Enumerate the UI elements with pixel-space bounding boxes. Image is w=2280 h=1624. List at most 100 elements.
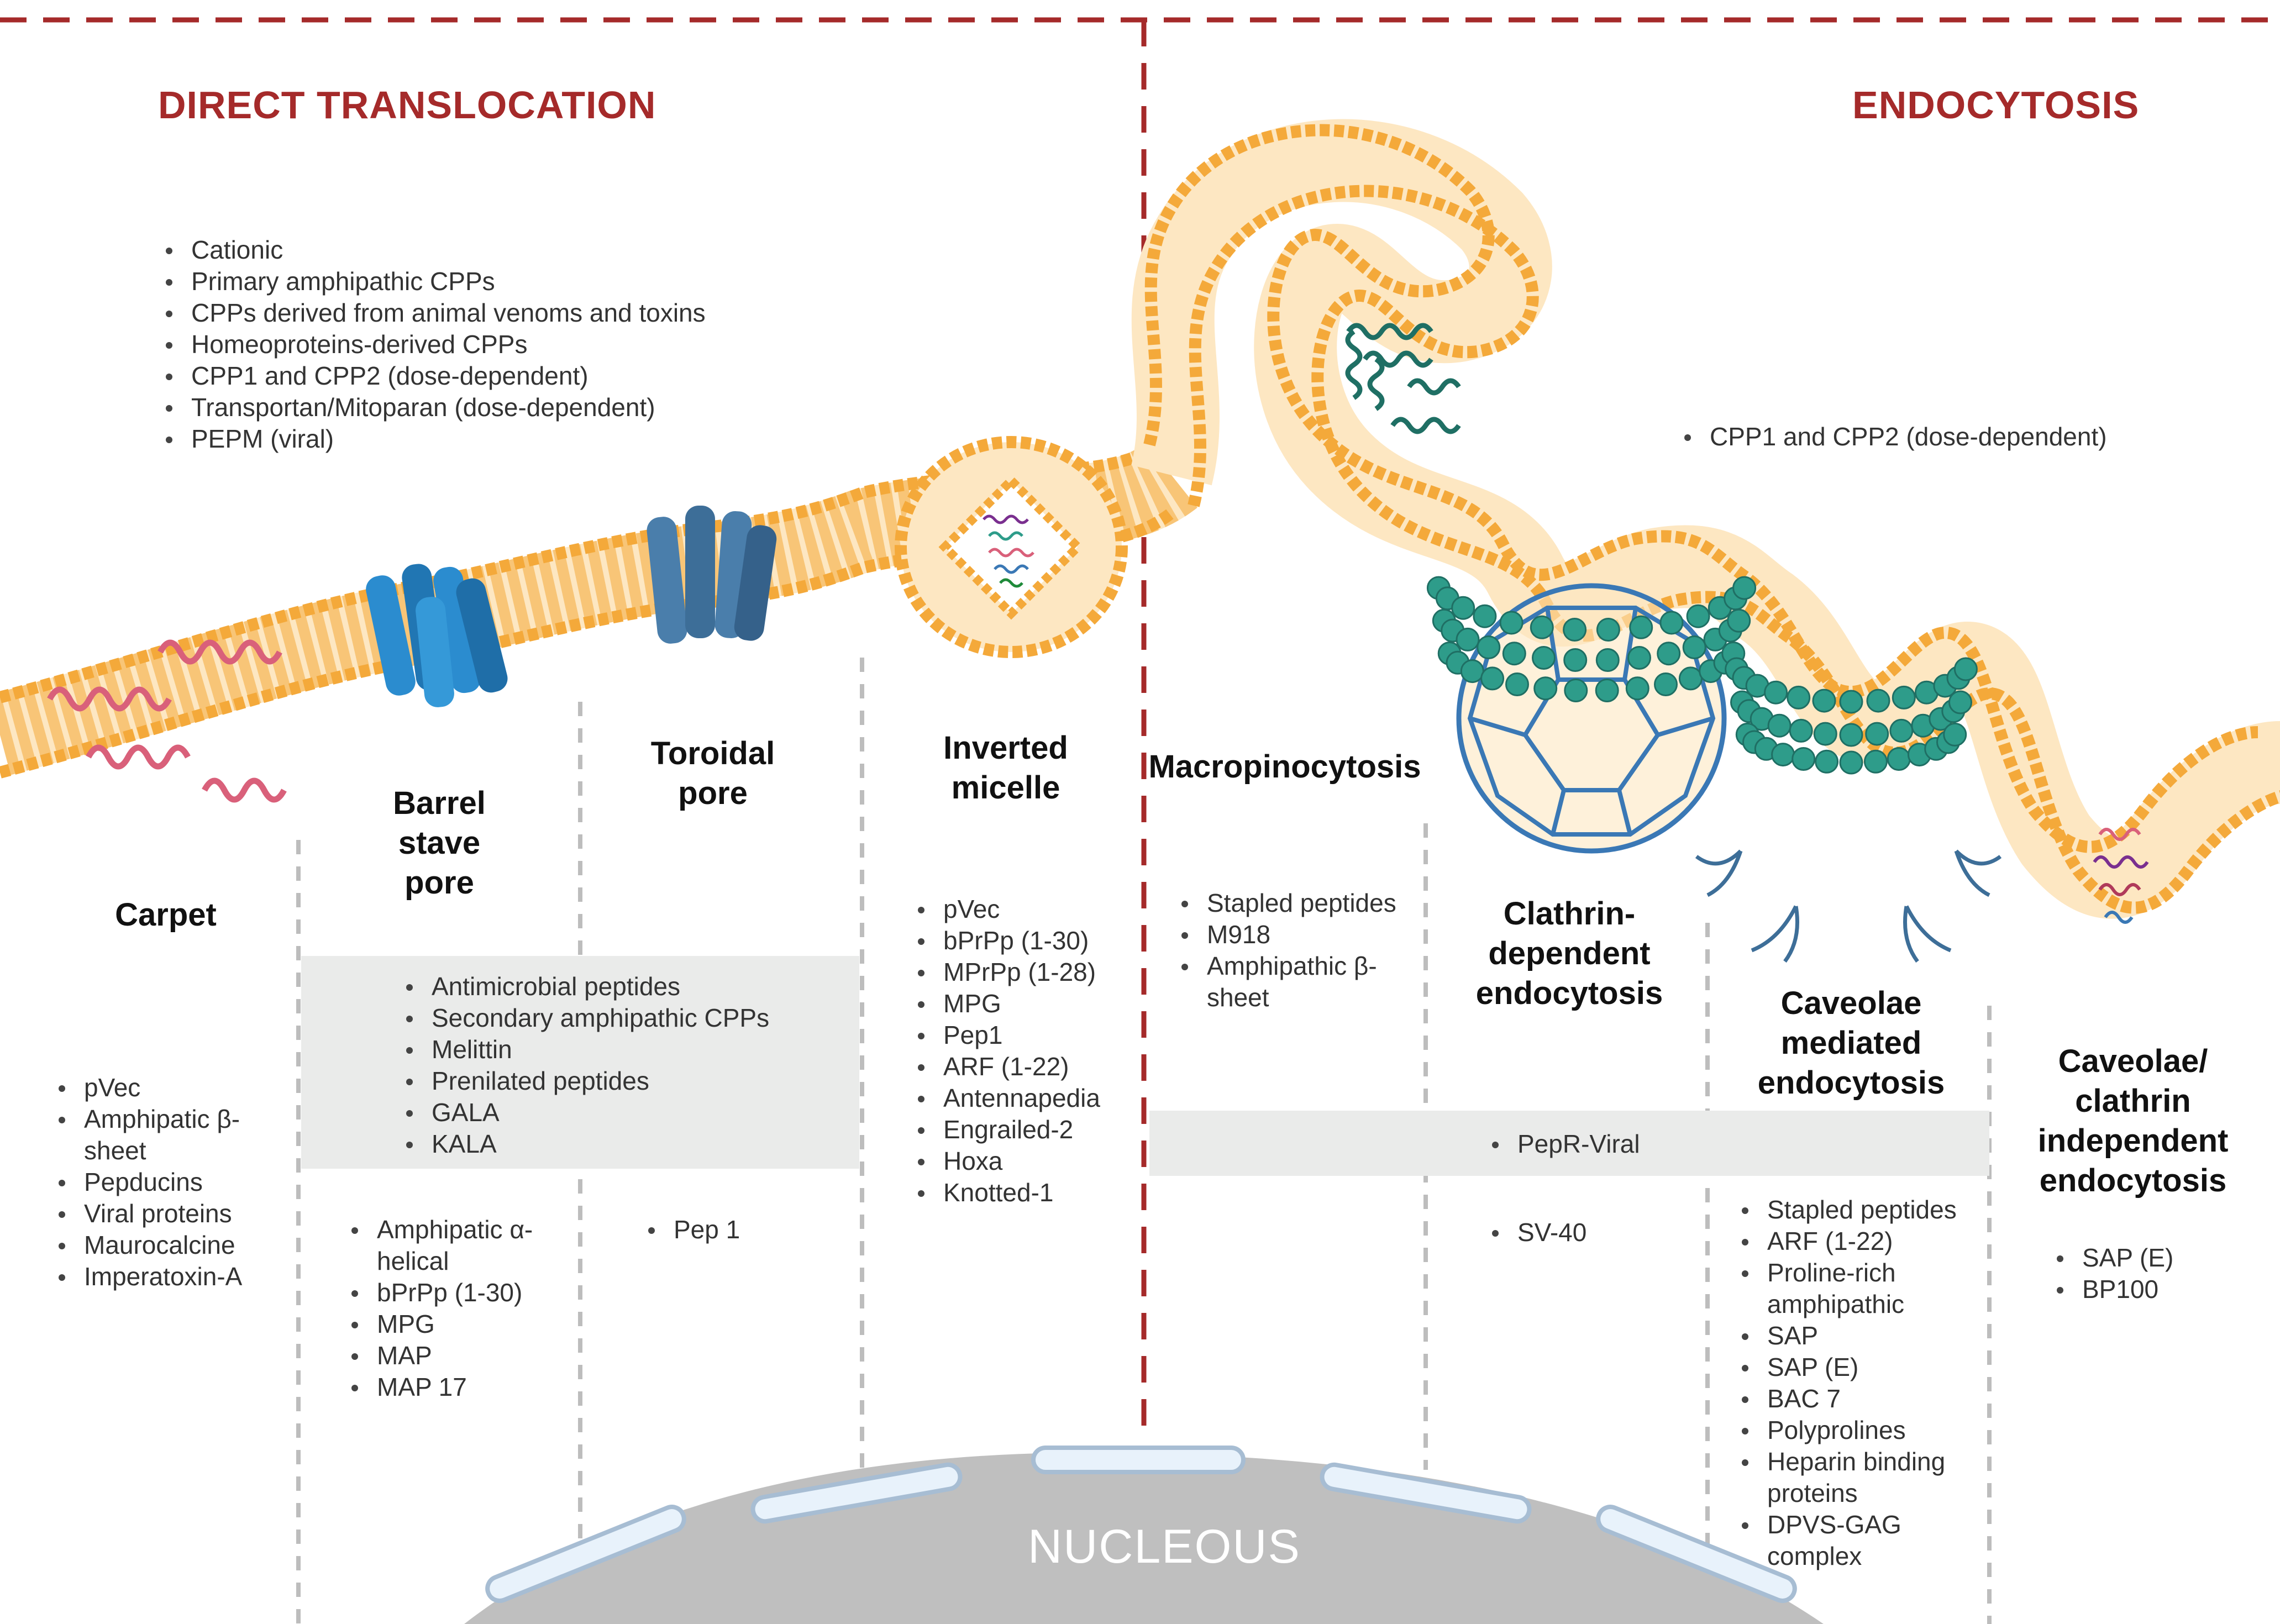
protein-bead	[1866, 689, 1890, 713]
list-item: bPrPp (1-30)	[912, 925, 1100, 956]
title-line: pore	[678, 775, 748, 811]
inverted-micelle-list: pVec bPrPp (1-30) MPrPp (1-28) MPG Pep1 …	[912, 894, 1100, 1208]
list-item: Hoxa	[912, 1145, 1100, 1177]
list-item: Knotted-1	[912, 1177, 1100, 1208]
list-item: SAP	[1736, 1320, 1957, 1352]
list-item: Prenilated peptides	[401, 1065, 769, 1097]
protein-bead	[1456, 627, 1480, 651]
list-item: SAP (E)	[2051, 1242, 2173, 1274]
caveolae-list: Stapled peptides ARF (1-22) Proline-rich…	[1736, 1194, 1957, 1572]
title-line: independent	[2037, 1123, 2229, 1159]
list-item: proteins	[1767, 1479, 1858, 1507]
title-line: Carpet	[115, 897, 217, 933]
list-item: Amphipatic β-	[53, 1103, 242, 1135]
macropinocytosis-title: Macropinocytosis	[1138, 747, 1431, 787]
list-item: Polyprolines	[1736, 1415, 1957, 1446]
protein-bead	[1596, 618, 1620, 642]
list-item: SV-40	[1486, 1217, 1586, 1248]
list-item: Secondary amphipathic CPPs	[401, 1002, 769, 1034]
clathrin-cage	[1456, 583, 1727, 854]
shared-pore-list: Antimicrobial peptides Secondary amphipa…	[401, 971, 769, 1160]
barrel-stave-list: Amphipatic α- helical bPrPp (1-30) MPG M…	[346, 1214, 533, 1403]
endocytic-membrane	[1131, 119, 2280, 919]
list-item: Amphipatic α-	[346, 1214, 533, 1245]
list-item: Pepducins	[53, 1166, 242, 1198]
list-item: amphipathic	[1767, 1290, 1905, 1318]
list-item: Imperatoxin-A	[53, 1261, 242, 1292]
carpet-list: pVec Amphipatic β- sheet Pepducins Viral…	[53, 1072, 242, 1292]
barrel-stave-pore-title: Barrel stave pore	[356, 784, 522, 903]
list-item: KALA	[401, 1128, 769, 1160]
protein-bead	[1839, 690, 1863, 714]
protein-bead	[1771, 743, 1795, 767]
protein-bead	[1480, 666, 1505, 691]
list-item: SAP (E)	[1736, 1352, 1957, 1383]
protein-bead	[1595, 679, 1619, 702]
protein-bead	[1787, 685, 1811, 709]
protein-bead	[1451, 596, 1475, 620]
caveolae-anchors	[1695, 849, 2002, 963]
title-line: Barrel	[393, 785, 486, 821]
protein-bead	[1682, 635, 1706, 659]
protein-bead	[1625, 676, 1649, 701]
micelle-peptides	[983, 514, 1034, 588]
protein-bead	[1892, 685, 1916, 709]
list-item: PepR-Viral	[1486, 1128, 1640, 1160]
protein-bead	[1563, 618, 1587, 642]
title-line: Inverted	[943, 730, 1068, 766]
title-line: dependent	[1488, 935, 1651, 971]
clathrin-dependent-title: Clathrin- dependent endocytosis	[1453, 894, 1685, 1013]
clathrin-list: SV-40	[1486, 1217, 1586, 1248]
list-item: Antimicrobial peptides	[401, 971, 769, 1002]
toroidal-list: Pep 1	[643, 1214, 740, 1245]
caveolae-beads	[1725, 657, 1978, 775]
protein-bead	[1865, 722, 1889, 746]
list-item: MAP	[346, 1340, 533, 1371]
shared-pore-band	[301, 956, 859, 1169]
protein-bead	[1473, 604, 1497, 628]
protein-bead	[1887, 747, 1911, 771]
title-line: pore	[404, 865, 474, 901]
direct-general-list: Cationic Primary amphipathic CPPs CPPs d…	[160, 234, 706, 455]
list-item: Viral proteins	[53, 1198, 242, 1229]
list-item: Melittin	[401, 1034, 769, 1065]
protein-bead	[1812, 689, 1836, 713]
protein-bead	[1953, 657, 1978, 681]
list-item: pVec	[912, 894, 1100, 925]
toroidal-pore-shape	[647, 506, 777, 644]
caveolae-mediated-title: Caveolae mediated endocytosis	[1730, 984, 1973, 1103]
independent-vesicle-peptides	[2093, 828, 2149, 924]
macropinocytosis-list: Stapled peptides M918 Amphipathic β- she…	[1176, 887, 1396, 1013]
list-item: CPPs derived from animal venoms and toxi…	[160, 297, 706, 329]
protein-bead	[1654, 672, 1678, 696]
list-item: Transportan/Mitoparan (dose-dependent)	[160, 392, 706, 423]
caveolae-clathrin-independent-title: Caveolae/ clathrin independent endocytos…	[2006, 1042, 2260, 1201]
list-item: Heparin binding	[1736, 1446, 1957, 1478]
list-item: Maurocalcine	[53, 1229, 242, 1261]
list-item: ARF (1-22)	[912, 1051, 1100, 1082]
protein-bead	[1792, 747, 1816, 771]
list-item: sheet	[1207, 983, 1269, 1012]
title-line: endocytosis	[2039, 1163, 2227, 1199]
protein-bead	[1659, 611, 1684, 635]
title-line: Macropinocytosis	[1148, 749, 1421, 785]
nucleus-label: NUCLEOUS	[1028, 1520, 1301, 1573]
protein-bead	[1499, 611, 1523, 635]
list-item: Proline-rich	[1736, 1257, 1957, 1289]
protein-bead	[1532, 646, 1556, 670]
list-item: DPVS-GAG	[1736, 1509, 1957, 1541]
list-item: MPrPp (1-28)	[912, 956, 1100, 988]
title-line: Caveolae/	[2058, 1043, 2208, 1079]
title-line: micelle	[951, 770, 1060, 806]
protein-bead	[1948, 690, 1972, 714]
list-item: BP100	[2051, 1274, 2173, 1305]
list-item: sheet	[84, 1136, 146, 1165]
nucleus	[464, 1446, 1824, 1624]
list-item: Cationic	[160, 234, 706, 266]
list-item: pVec	[53, 1072, 242, 1103]
list-item: ARF (1-22)	[1736, 1226, 1957, 1257]
cell-membrane	[0, 433, 1197, 779]
protein-bead	[1502, 642, 1526, 666]
list-item: CPP1 and CPP2 (dose-dependent)	[1679, 421, 2107, 453]
protein-bead	[1564, 679, 1588, 702]
